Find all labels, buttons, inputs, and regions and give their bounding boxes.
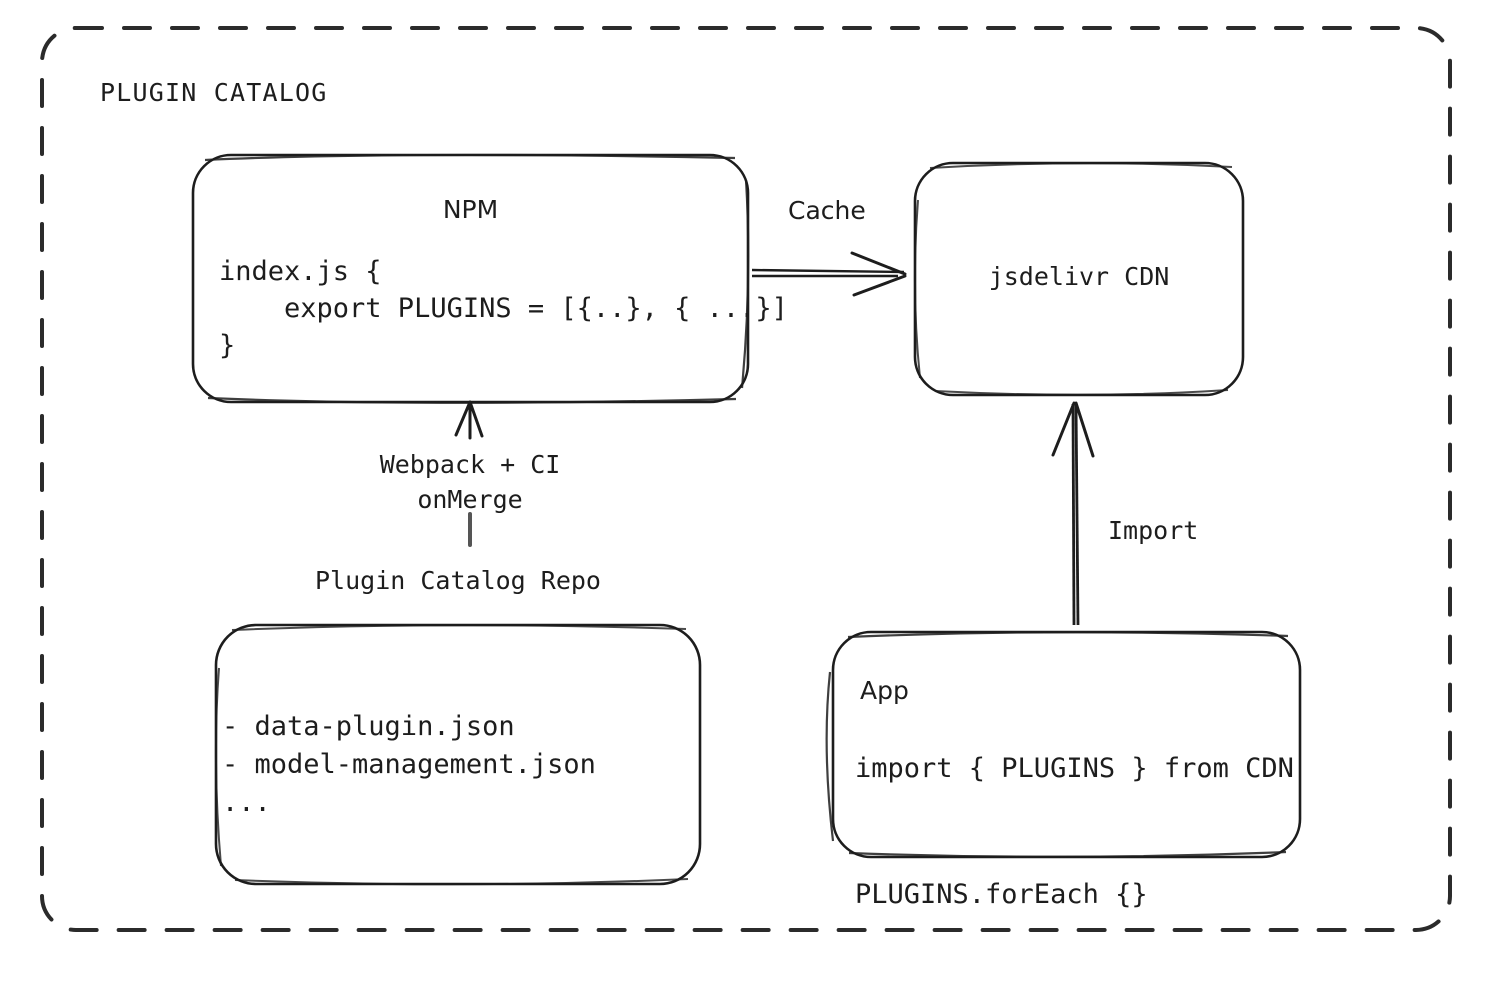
app-node-title: App: [860, 676, 909, 705]
cdn-node-title: jsdelivr CDN: [988, 262, 1170, 291]
import-edge-label: Import: [1108, 516, 1199, 545]
repo-node-file-list: - data-plugin.json - model-management.js…: [222, 711, 596, 818]
plugin-catalog-title: PLUGIN CATALOG: [100, 78, 328, 107]
import-arrow: [1051, 401, 1095, 626]
npm-node-code: index.js { export PLUGINS = [{..}, { ...…: [219, 256, 788, 361]
webpack-edge-label: Webpack + CI onMerge: [379, 450, 561, 514]
npm-node-title: NPM: [442, 195, 499, 224]
repo-node-label: Plugin Catalog Repo: [315, 566, 601, 595]
cache-edge-label: Cache: [788, 196, 866, 225]
app-node-code: import { PLUGINS } from CDN PLUGINS.forE…: [855, 753, 1294, 910]
